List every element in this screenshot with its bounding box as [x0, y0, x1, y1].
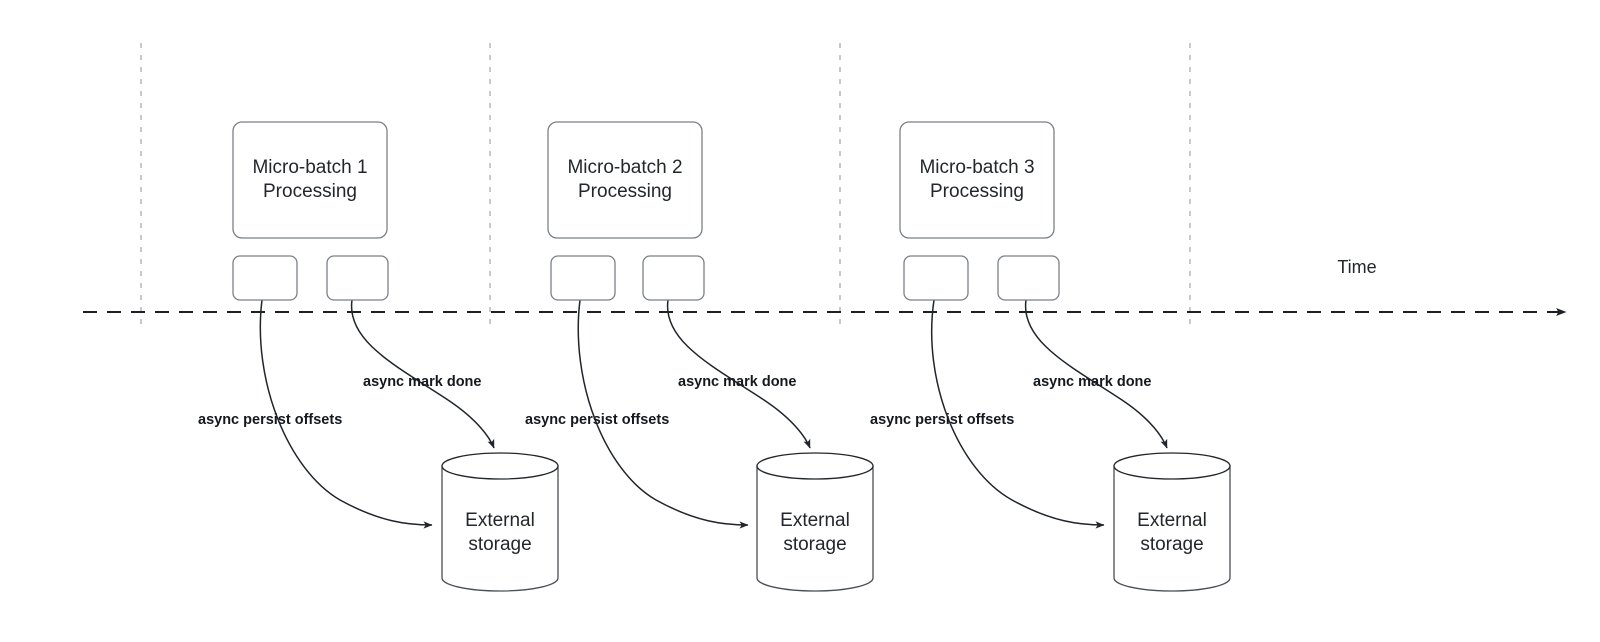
async-persist-offsets-edge-label: async persist offsets: [525, 412, 669, 428]
micro-batch-label-line1-3: Micro-batch 3: [919, 157, 1034, 178]
external-storage-label-line2-3: storage: [1140, 534, 1203, 555]
external-storage-label-line1-3: External: [1137, 510, 1207, 531]
micro-batch-box-2[interactable]: [547, 121, 703, 239]
micro-batch-label-line2-3: Processing: [930, 181, 1024, 202]
micro-batch-box-1[interactable]: [232, 121, 388, 239]
micro-batch-label-line1-1: Micro-batch 1: [252, 157, 367, 178]
flow-edges: [259, 299, 1168, 529]
edge-labels: async persist offsets async mark done asyn…: [198, 374, 1151, 428]
async-mark-done-edge-label: async mark done: [678, 374, 796, 390]
micro-batch-box-3[interactable]: [899, 121, 1055, 239]
mark-done-marker-2[interactable]: [642, 255, 705, 301]
external-storage-cylinder-top-2: [756, 452, 874, 480]
async-mark-done-edge: [350, 299, 495, 449]
external-storage-label-line1-1: External: [465, 510, 535, 531]
external-storage-cylinder-top-3: [1113, 452, 1231, 480]
async-mark-done-edge: [666, 299, 811, 449]
micro-batch-label-line2-1: Processing: [263, 181, 357, 202]
external-storage-cylinder-body-3[interactable]: [1113, 465, 1231, 592]
async-mark-done-edge: [1024, 299, 1168, 449]
async-persist-offsets-edge-label: async persist offsets: [870, 412, 1014, 428]
external-storage-cylinder-body-1[interactable]: [441, 465, 559, 592]
external-storage-cylinder-top-1: [441, 452, 559, 480]
async-mark-done-edge-label: async mark done: [1033, 374, 1151, 390]
async-persist-offsets-edge: [577, 299, 749, 529]
time-axis-label: Time: [1337, 257, 1376, 277]
persist-offsets-marker-2[interactable]: [550, 255, 616, 301]
async-persist-offsets-edge: [259, 299, 433, 529]
external-storage-cylinder-body-2[interactable]: [756, 465, 874, 592]
micro-batch-label-line2-2: Processing: [578, 181, 672, 202]
async-mark-done-edge-label: async mark done: [363, 374, 481, 390]
external-storage-label-line2-2: storage: [783, 534, 846, 555]
persist-offsets-marker-1[interactable]: [232, 255, 298, 301]
micro-batch-label-line1-2: Micro-batch 2: [567, 157, 682, 178]
external-storage-label-line2-1: storage: [468, 534, 531, 555]
mark-done-marker-1[interactable]: [326, 255, 389, 301]
time-axis: Time: [83, 257, 1567, 317]
async-persist-offsets-edge-label: async persist offsets: [198, 412, 342, 428]
persist-offsets-marker-3[interactable]: [903, 255, 969, 301]
async-persist-offsets-edge: [930, 299, 1105, 529]
mark-done-marker-3[interactable]: [997, 255, 1060, 301]
external-storage-label-line1-2: External: [780, 510, 850, 531]
